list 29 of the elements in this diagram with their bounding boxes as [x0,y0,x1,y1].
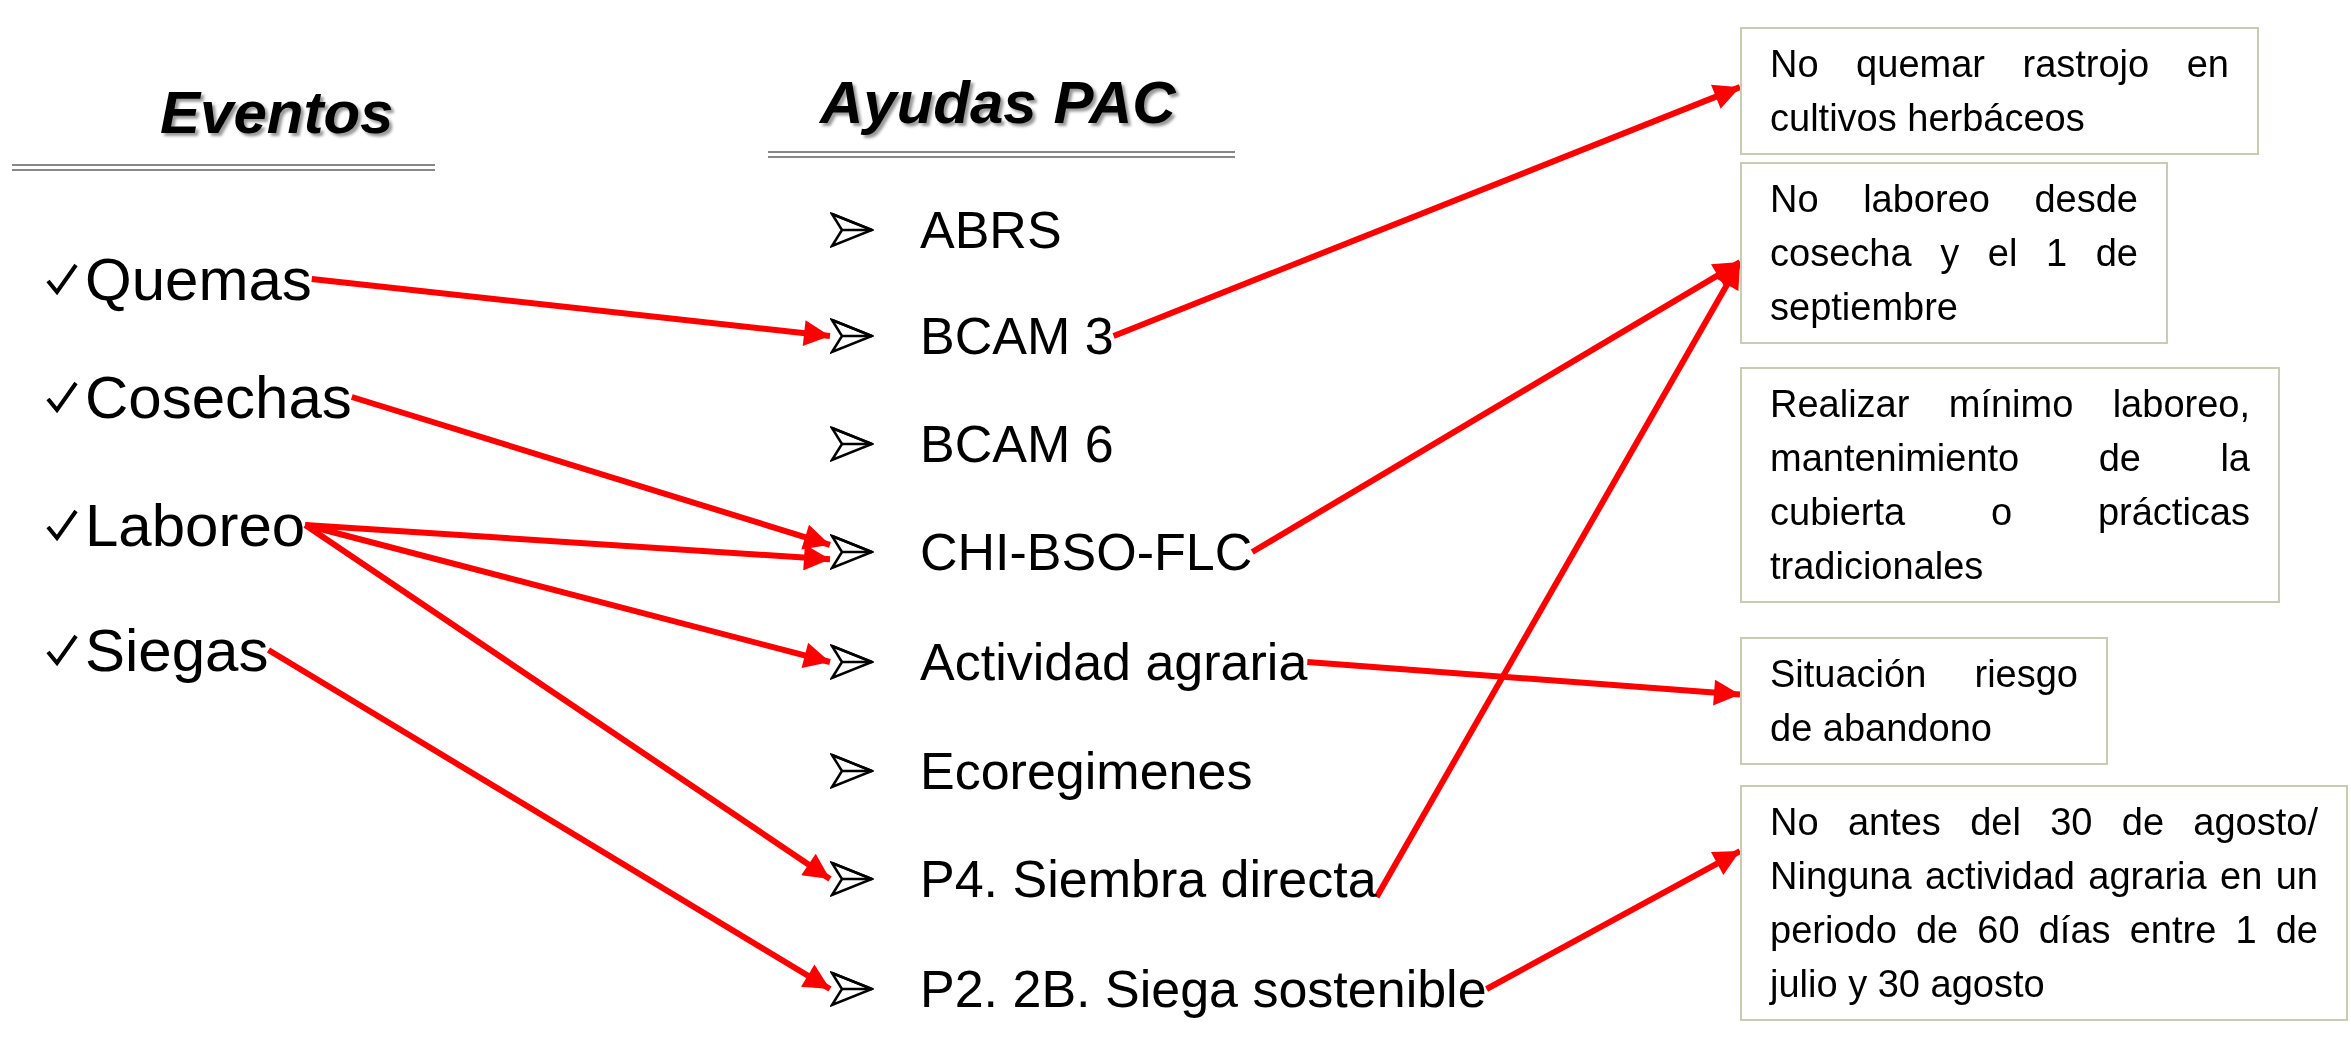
item-text: P4. Siembra directa [920,849,1377,909]
text-box: No antes del 30 de agosto/ Ninguna actividad agraria en un periodo de 60 días entre 1 de julio y 30 agosto [1740,785,2348,1021]
item-text: BCAM 3 [920,306,1114,366]
text-box: Situación riesgo de abandono [1740,637,2108,765]
text-box: No quemar rastrojo en cultivos herbáceos [1740,27,2259,155]
item-text: Actividad agraria [920,632,1308,692]
arrow [303,522,832,882]
column-heading: Ayudas PAC [820,68,1176,137]
item-text: Cosechas [85,362,352,432]
arrow [1250,259,1742,555]
arrow [266,647,832,992]
arrow [1112,84,1742,339]
item-text: CHI-BSO-FLC [920,522,1253,582]
column-heading: Eventos [160,78,394,147]
arrow [1307,659,1741,706]
arrow [350,394,831,550]
item-text: Quemas [85,244,312,314]
item-text: Ecoregimenes [920,741,1253,801]
arrow [1485,848,1742,992]
item-text: BCAM 6 [920,414,1114,474]
arrow [305,522,831,571]
text-box: Realizar mínimo laboreo, mantenimiento de la cubierta o prácticas tradicionales [1740,367,2280,603]
arrow [304,522,831,668]
item-text: P2. 2B. Siega sostenible [920,959,1487,1019]
text-box: No laboreo desde cosecha y el 1 de septiembre [1740,162,2168,344]
arrow [311,276,831,347]
item-text: Laboreo [85,490,306,560]
item-text: Siegas [85,615,269,685]
item-text: ABRS [920,200,1062,260]
